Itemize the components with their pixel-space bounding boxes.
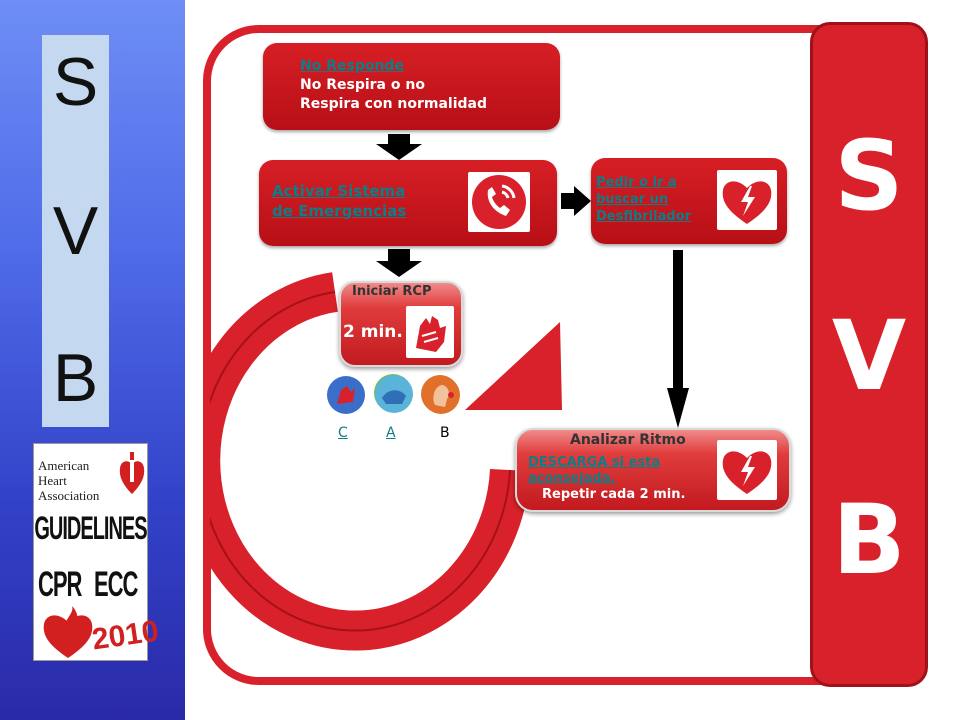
cab-a-link[interactable]: A [386,425,396,441]
right-letter-v: V [831,300,907,412]
arrow-down-1 [376,134,422,160]
compression-hands-icon [406,306,454,358]
breathing-icon [421,375,460,414]
aha-organization-name: American Heart Association [38,458,100,503]
sidebar-letter-v: V [52,193,99,269]
descarga-link[interactable]: DESCARGA si esta [528,455,661,470]
repetir-text: Repetir cada 2 min. [542,487,686,502]
activar-sistema-link[interactable]: Activar Sistema [272,182,406,200]
pedir-link[interactable]: Pedir o ir a [596,175,677,190]
aha-guidelines-text: GUIDELINES [34,512,147,548]
sidebar-letter-b: B [52,340,99,416]
defibrillator-heart-icon [717,170,777,230]
respira-normal-text: Respira con normalidad [300,96,488,112]
defibrillator-heart-icon-2 [717,440,777,500]
phone-icon [468,172,530,232]
right-letter-s: S [834,120,904,232]
emergencias-link[interactable]: de Emergencias [272,202,407,220]
no-respira-text: No Respira o no [300,77,425,93]
no-responde-link[interactable]: No Responde [300,58,404,74]
arrow-down-rhythm [667,250,689,428]
sidebar-letter-s: S [52,44,99,120]
step-no-responde [263,43,560,130]
activar-sistema-text[interactable]: Activar Sistema de Emergencias [272,181,406,221]
aconsejada-link[interactable]: aconsejada. [528,471,616,486]
desfibrilador-text[interactable]: Pedir o ir a buscar un Desfibrilador [596,174,691,225]
right-svb-bar [810,22,928,687]
chest-compression-icon [327,376,365,414]
step-no-responde-text: No Responde No Respira o no Respira con … [300,57,487,114]
rcp-duration: 2 min. [343,322,403,342]
cab-c: C [338,425,348,441]
buscar-link[interactable]: buscar un [596,192,669,207]
svb-letter-strip [42,35,109,427]
aha-ecc-text: ECC [94,564,138,604]
aha-guidelines-logo: American Heart Association GUIDELINES CP… [33,443,161,661]
desfibrilador-link[interactable]: Desfibrilador [596,209,692,224]
descarga-text[interactable]: DESCARGA si esta aconsejada. [528,455,660,487]
cab-c-link[interactable]: C [338,425,348,441]
arrow-down-2 [376,249,422,277]
analizar-ritmo-title: Analizar Ritmo [570,432,686,448]
cab-a: A [386,425,396,441]
aha-flame-heart-icon [43,606,93,658]
rcp-cycle-arrow [210,272,562,651]
arrow-right [561,186,591,216]
airway-icon [374,374,413,413]
aha-heart-torch-icon [119,452,145,494]
right-letter-b: B [832,484,906,596]
cab-b: B [440,425,450,441]
aha-cpr-text: CPR [38,564,82,604]
iniciar-rcp-title: Iniciar RCP [352,284,432,299]
